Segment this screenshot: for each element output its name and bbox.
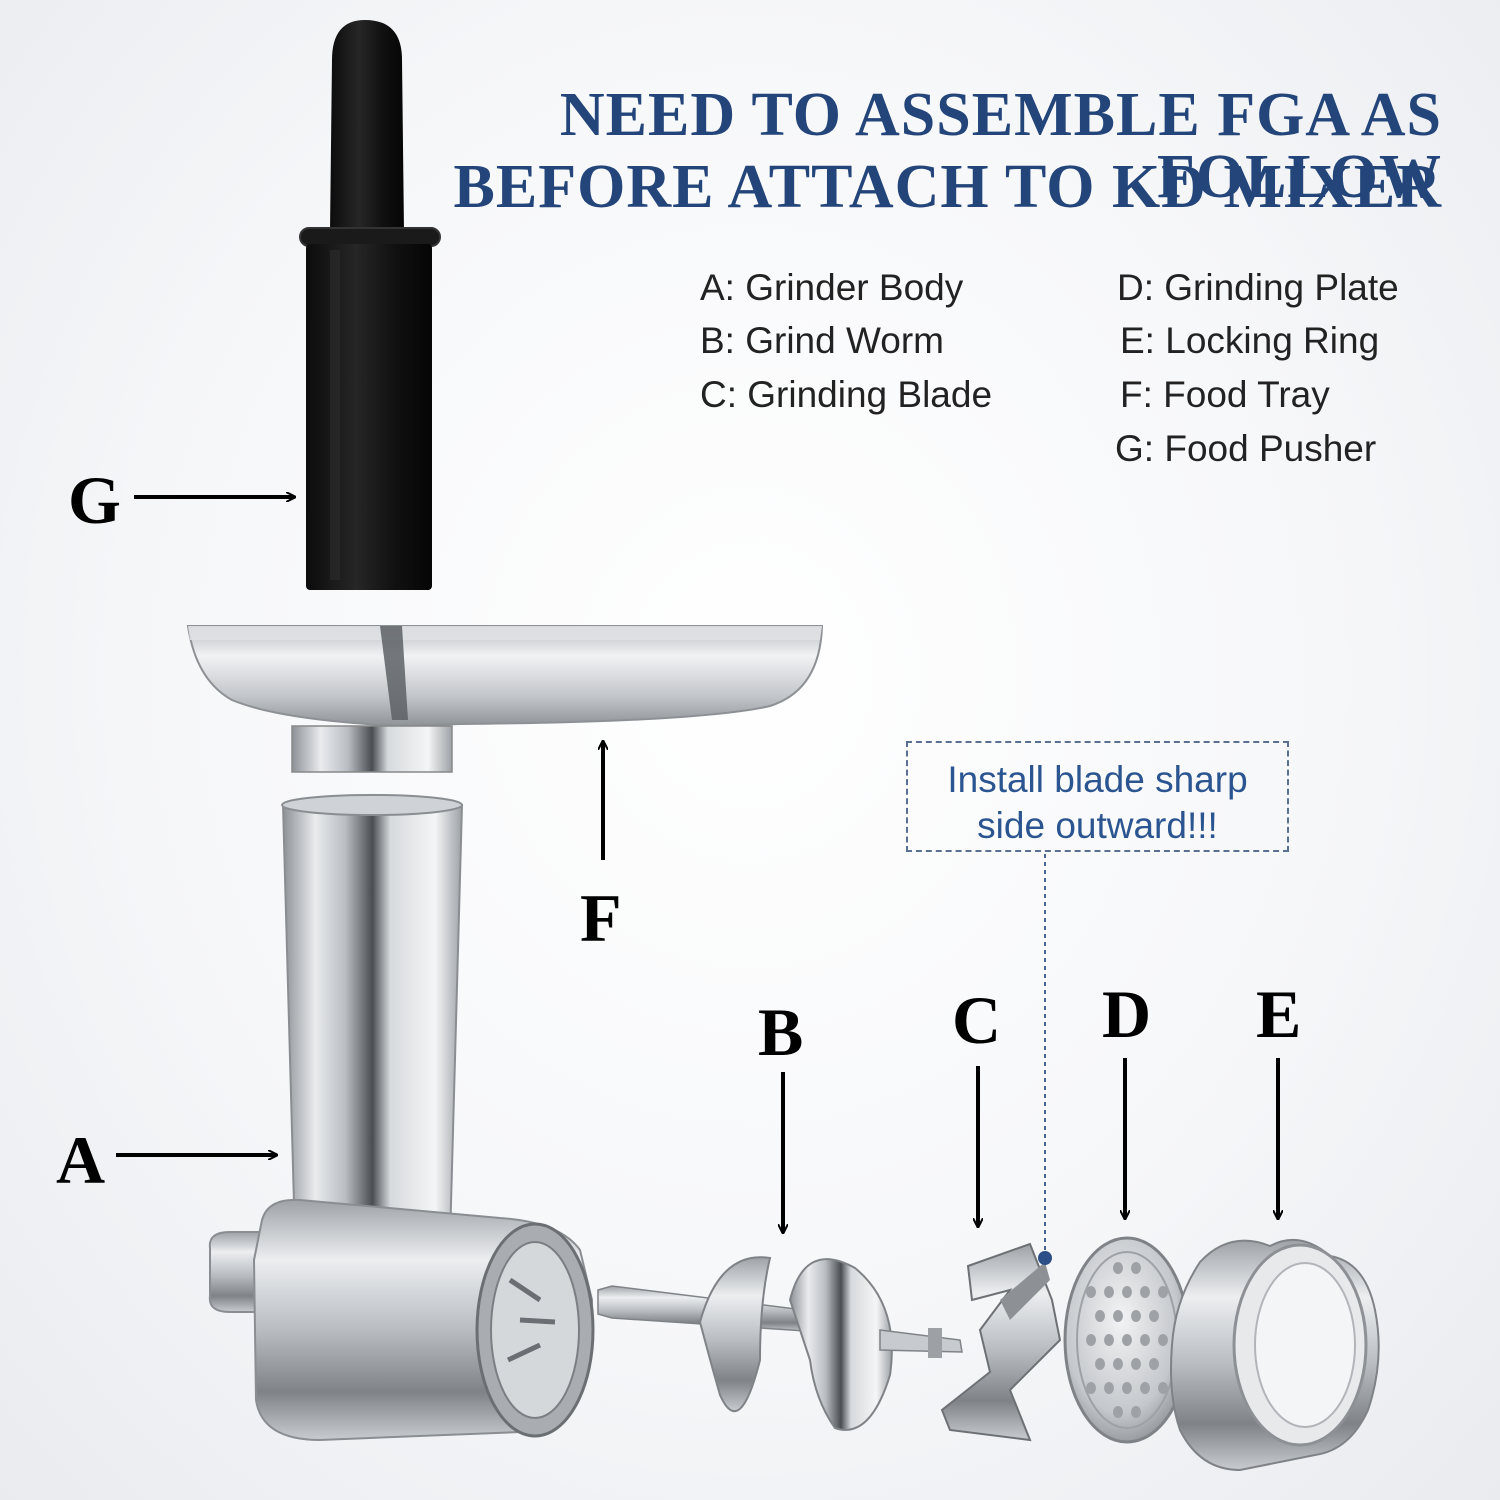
plate-hole bbox=[1131, 1310, 1141, 1322]
plate-hole bbox=[1122, 1334, 1132, 1346]
label-b: B bbox=[758, 994, 804, 1070]
legend-item-f: F: Food Tray bbox=[1120, 374, 1330, 415]
blade-install-note: Install blade sharp side outward!!! bbox=[906, 741, 1289, 852]
plate-hole bbox=[1131, 1406, 1141, 1418]
plate-hole bbox=[1140, 1382, 1150, 1394]
legend-item-g: G: Food Pusher bbox=[1115, 428, 1377, 469]
label-c: C bbox=[952, 982, 1002, 1058]
plate-hole bbox=[1149, 1310, 1159, 1322]
food-pusher bbox=[299, 20, 441, 590]
plate-hole bbox=[1086, 1382, 1096, 1394]
legend-item-b: B: Grind Worm bbox=[700, 320, 944, 361]
note-line-1: Install blade sharp bbox=[947, 759, 1248, 800]
plate-hole bbox=[1122, 1382, 1132, 1394]
plate-hole bbox=[1131, 1358, 1141, 1370]
title-line-2: BEFORE ATTACH TO KD MIXER bbox=[453, 153, 1442, 221]
plate-hole bbox=[1122, 1286, 1132, 1298]
plate-hole bbox=[1140, 1334, 1150, 1346]
label-d: D bbox=[1102, 976, 1152, 1052]
plate-hole bbox=[1113, 1406, 1123, 1418]
label-f: F bbox=[580, 880, 622, 956]
note-leader-dot bbox=[1038, 1251, 1052, 1265]
plate-hole bbox=[1086, 1334, 1096, 1346]
label-a: A bbox=[56, 1122, 106, 1198]
plate-hole bbox=[1104, 1286, 1114, 1298]
food-tray bbox=[186, 625, 824, 773]
legend-item-c: C: Grinding Blade bbox=[700, 374, 993, 415]
plate-hole bbox=[1095, 1358, 1105, 1370]
plate-hole bbox=[1104, 1382, 1114, 1394]
plate-hole bbox=[1158, 1286, 1168, 1298]
plate-hole bbox=[1113, 1310, 1123, 1322]
label-g: G bbox=[68, 462, 121, 538]
plate-hole bbox=[1140, 1286, 1150, 1298]
plate-hole bbox=[1158, 1334, 1168, 1346]
legend-item-a: A: Grinder Body bbox=[700, 267, 964, 308]
grind-worm bbox=[597, 1256, 963, 1431]
legend-item-e: E: Locking Ring bbox=[1120, 320, 1380, 361]
label-e: E bbox=[1256, 976, 1302, 1052]
plate-hole bbox=[1149, 1358, 1159, 1370]
locking-ring bbox=[1170, 1239, 1380, 1472]
note-line-2: side outward!!! bbox=[977, 805, 1218, 846]
legend-item-d: D: Grinding Plate bbox=[1117, 267, 1399, 308]
plate-hole bbox=[1113, 1262, 1123, 1274]
title-line-1: NEED TO ASSEMBLE FGA AS FOLLOW bbox=[559, 81, 1442, 211]
grinder-body bbox=[208, 794, 595, 1442]
grinding-blade bbox=[940, 1242, 1062, 1442]
plate-hole bbox=[1086, 1286, 1096, 1298]
plate-hole bbox=[1104, 1334, 1114, 1346]
plate-hole bbox=[1113, 1358, 1123, 1370]
plate-hole bbox=[1095, 1310, 1105, 1322]
plate-hole bbox=[1131, 1262, 1141, 1274]
plate-hole bbox=[1158, 1382, 1168, 1394]
grinding-plate bbox=[1063, 1236, 1191, 1444]
